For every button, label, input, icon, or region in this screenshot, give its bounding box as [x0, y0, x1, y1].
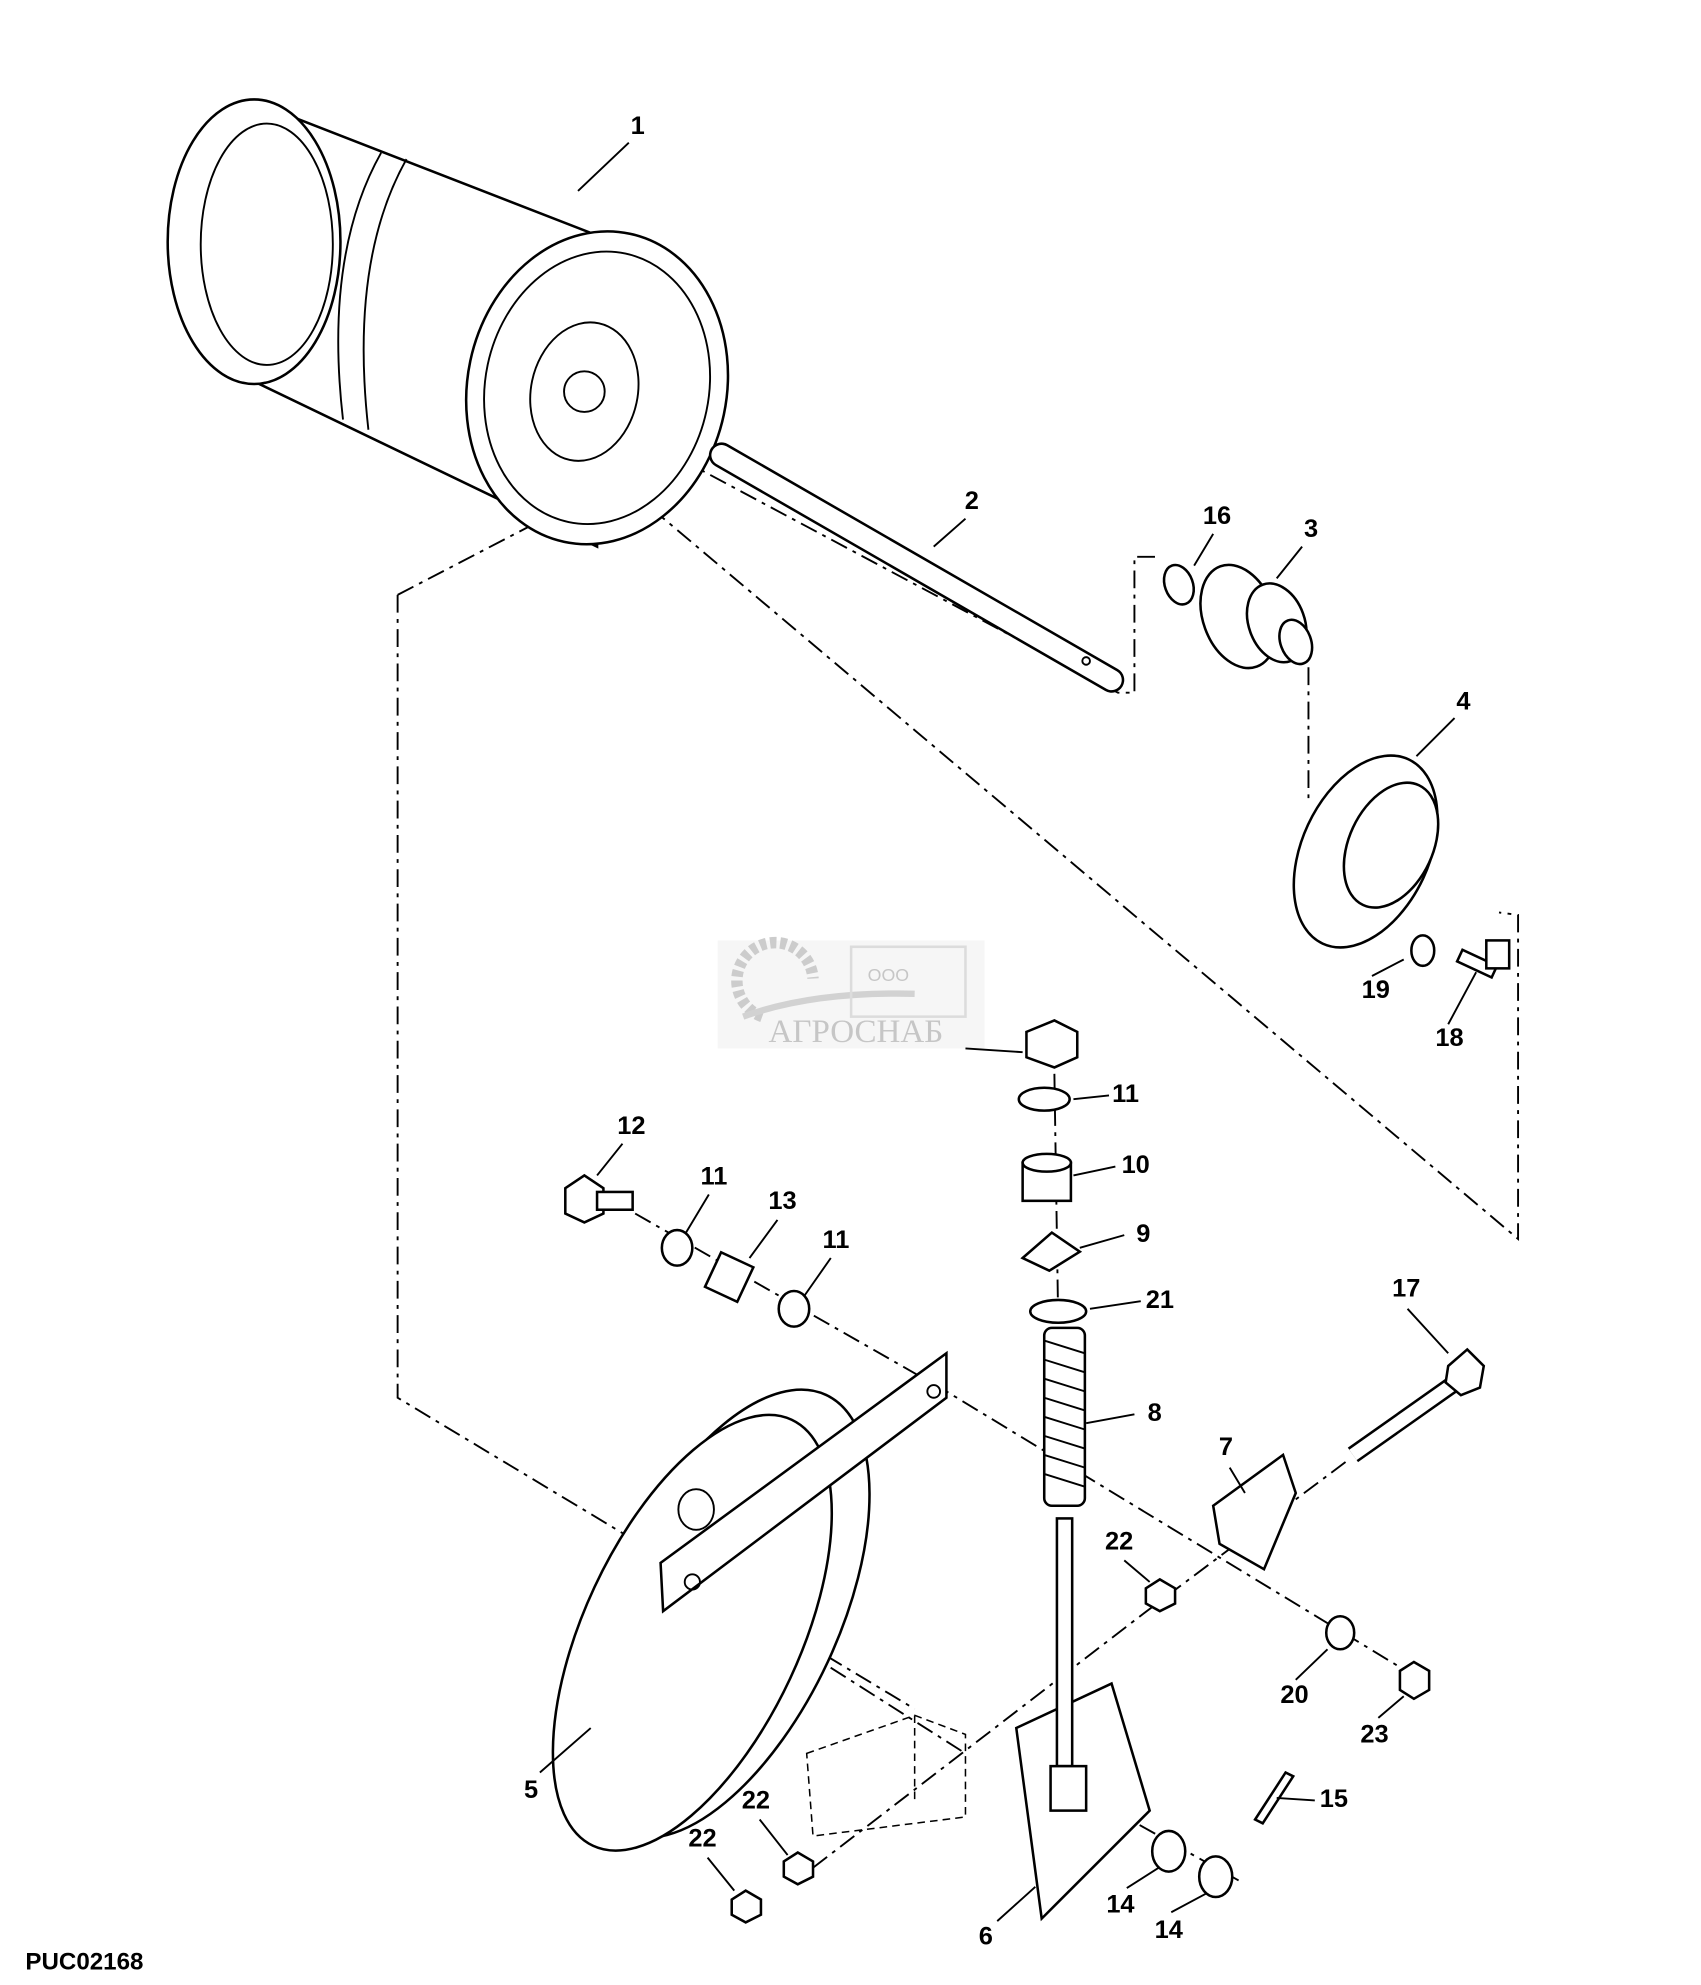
callout-11: 11 — [822, 1226, 849, 1254]
part-15-cotter-pin — [1253, 1770, 1296, 1825]
watermark-name: АГРОСНАБ — [769, 1014, 944, 1050]
part-2-shaft — [708, 442, 1125, 693]
part-19-washer — [1410, 934, 1436, 968]
callout-6: 6 — [979, 1922, 993, 1950]
callout-23: 23 — [1360, 1720, 1388, 1748]
callout-20: 20 — [1280, 1681, 1308, 1709]
callout-19: 19 — [1362, 976, 1390, 1004]
part-14-washer-a — [1150, 1829, 1187, 1873]
bracket-phantom — [805, 1714, 967, 1837]
part-16-snap-ring — [1162, 563, 1196, 606]
callout-9: 9 — [1136, 1220, 1150, 1248]
part-12-bolt — [564, 1173, 634, 1224]
part-22-nut-b — [782, 1851, 815, 1886]
part-13-spacer — [703, 1250, 756, 1304]
callout-11: 11 — [701, 1163, 728, 1191]
callout-1: 1 — [631, 112, 645, 140]
leader-lines — [539, 141, 1477, 1922]
part-nut-top — [1025, 1019, 1079, 1069]
part-7-bracket — [1211, 1452, 1298, 1572]
part-10-spacer — [1021, 1152, 1073, 1203]
part-22-nut-c — [730, 1889, 763, 1924]
callout-21: 21 — [1146, 1286, 1174, 1314]
callout-2: 2 — [965, 487, 979, 515]
part-6-plate-rod — [1014, 1517, 1152, 1922]
callout-11: 11 — [1112, 1080, 1139, 1108]
part-5-disk — [551, 1350, 948, 1852]
callout-16: 16 — [1203, 502, 1231, 530]
callout-8: 8 — [1148, 1399, 1162, 1427]
part-20-washer — [1324, 1614, 1356, 1651]
part-21-washer — [1028, 1298, 1088, 1325]
part-22-nut-a — [1144, 1577, 1177, 1613]
callout-18: 18 — [1435, 1024, 1463, 1052]
watermark-prefix: ООО — [868, 965, 909, 985]
callout-7: 7 — [1219, 1433, 1233, 1461]
callout-14: 14 — [1106, 1891, 1134, 1919]
callout-10: 10 — [1122, 1151, 1150, 1179]
callout-12: 12 — [617, 1112, 645, 1140]
callout-14: 14 — [1155, 1916, 1183, 1944]
figure-code: PUC02168 — [25, 1948, 143, 1975]
callout-22: 22 — [742, 1786, 770, 1814]
part-23-nut — [1398, 1660, 1431, 1701]
callout-5: 5 — [524, 1776, 538, 1804]
callout-3: 3 — [1304, 515, 1318, 543]
part-11-washer — [1017, 1086, 1071, 1112]
part-3-bearing — [1199, 563, 1314, 670]
part-18-bolt — [1455, 939, 1511, 980]
callout-4: 4 — [1456, 688, 1470, 716]
part-8-spring — [1042, 1326, 1087, 1507]
watermark-logo: ООО АГРОСНАБ — [717, 936, 985, 1050]
callout-15: 15 — [1320, 1785, 1348, 1813]
part-11-washer-right — [777, 1289, 811, 1328]
part-1-wheel — [166, 98, 730, 549]
callout-17: 17 — [1392, 1274, 1420, 1302]
callout-22: 22 — [1105, 1527, 1133, 1555]
part-9-clip — [1020, 1230, 1083, 1273]
part-14-washer-b — [1197, 1855, 1234, 1899]
callout-13: 13 — [768, 1187, 796, 1215]
callout-22: 22 — [688, 1825, 716, 1853]
part-17-bolt — [1347, 1347, 1486, 1463]
part-4-flange — [1292, 754, 1440, 949]
part-11-washer-left — [660, 1228, 694, 1267]
callout-labels: 1 2 3 4 5 6 7 8 9 10 11 11 11 12 13 14 1… — [524, 112, 1471, 1950]
assembly-centerlines — [396, 393, 1520, 1882]
